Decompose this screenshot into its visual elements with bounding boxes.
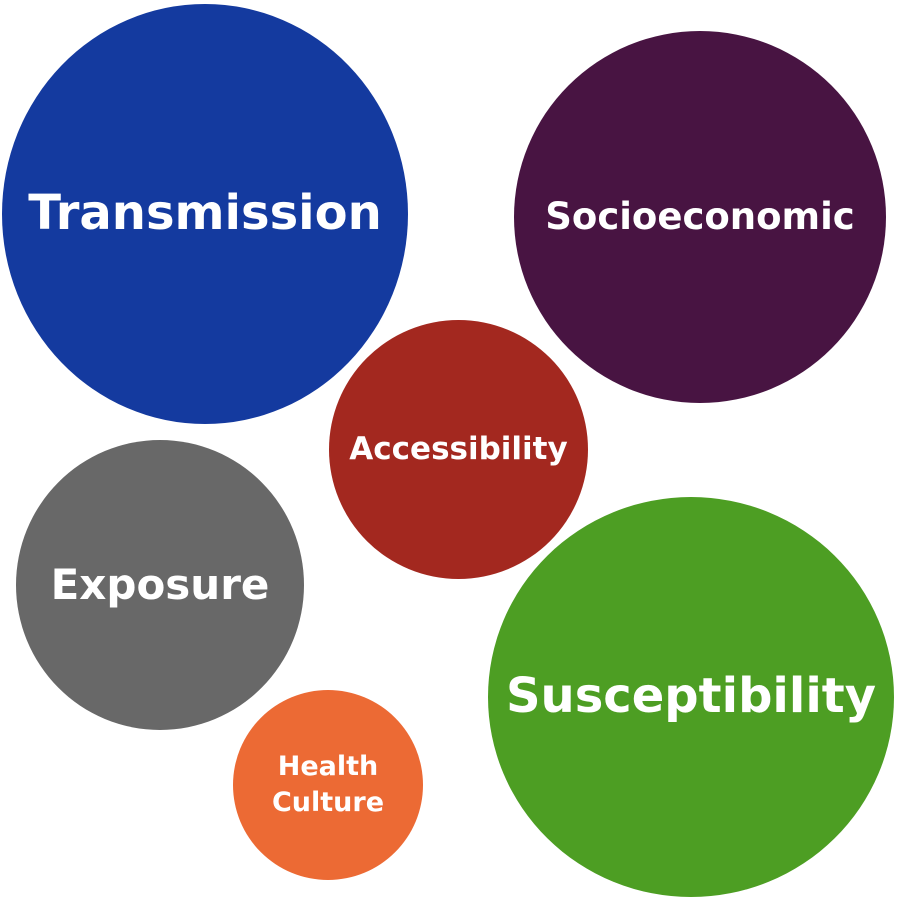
accessibility-bubble: Accessibility xyxy=(329,320,588,579)
socioeconomic-label: Socioeconomic xyxy=(545,194,855,238)
susceptibility-bubble: Susceptibility xyxy=(488,497,894,897)
health-culture-label: Health Culture xyxy=(271,750,385,818)
exposure-bubble: Exposure xyxy=(16,440,304,730)
health-culture-bubble: Health Culture xyxy=(233,690,423,880)
transmission-label: Transmission xyxy=(28,185,382,242)
transmission-bubble: Transmission xyxy=(2,4,408,424)
susceptibility-label: Susceptibility xyxy=(505,668,877,725)
exposure-label: Exposure xyxy=(50,559,270,609)
socioeconomic-bubble: Socioeconomic xyxy=(514,31,886,403)
accessibility-label: Accessibility xyxy=(349,430,568,467)
